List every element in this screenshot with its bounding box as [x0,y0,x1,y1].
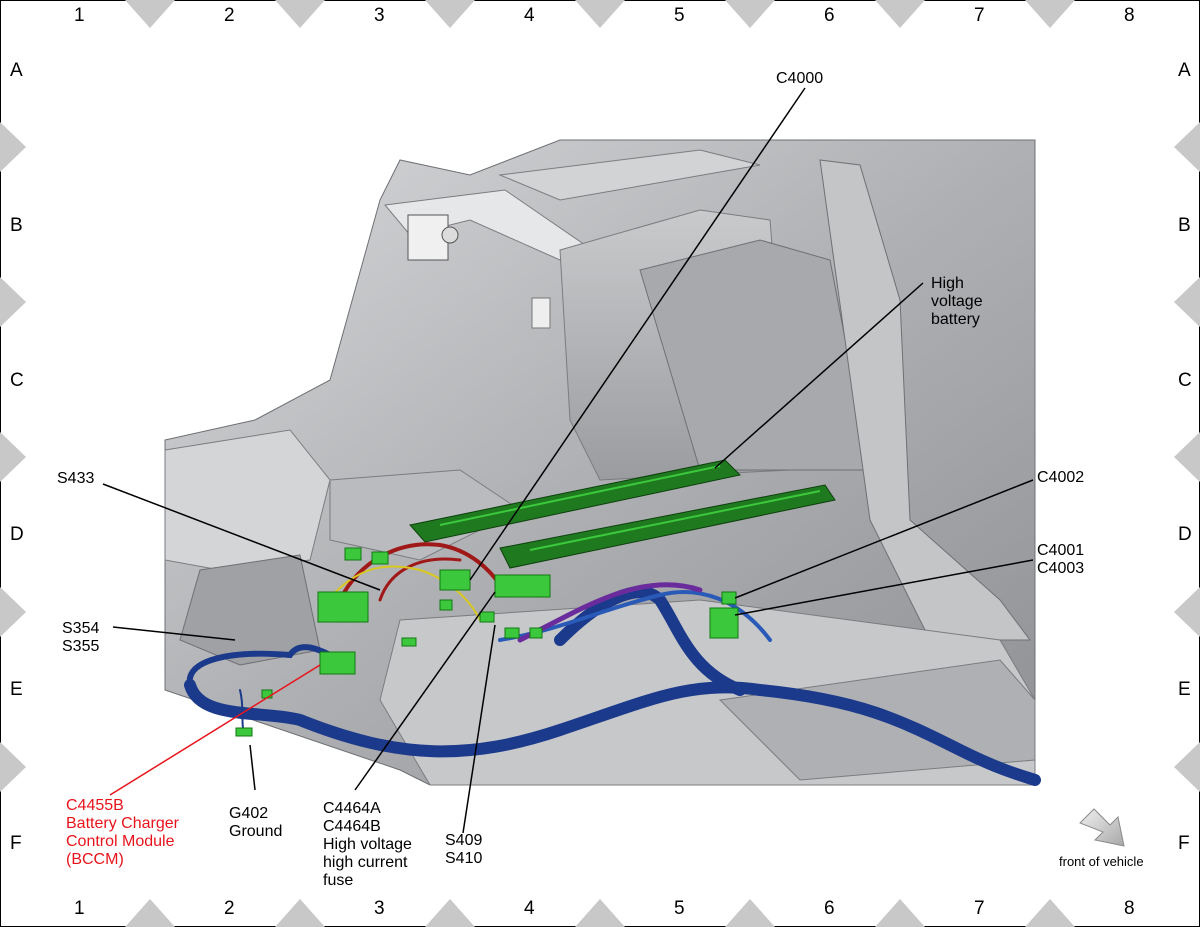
callout-c4464-fuse: C4464A C4464B High voltage high current … [323,800,412,889]
grid-row-label: D [10,524,24,545]
grid-row-label: B [1178,215,1191,236]
grid-column-label: 2 [224,898,235,919]
grid-column-label: 5 [674,5,685,26]
callout-g402-ground: G402 Ground [229,805,283,840]
callout-c4001-c4003: C4001 C4003 [1037,542,1085,577]
grid-row-label: E [1178,679,1191,700]
grid-column-label: 7 [974,5,985,26]
grid-row-label: D [1178,524,1192,545]
high-voltage-battery [409,459,836,569]
grid-column-label: 7 [974,898,985,919]
grid-column-label: 8 [1124,5,1135,26]
grid-row-label: B [10,215,23,236]
grid-column-label: 4 [524,898,535,919]
callout-c4000: C4000 [776,70,824,87]
grid-row-label: A [10,60,23,81]
grid-column-label: 3 [374,898,385,919]
callout-s409-s410: S409 S410 [445,832,483,867]
arrow-down-right-icon [1079,808,1125,847]
grid-row-label: F [10,833,22,854]
callout-s433: S433 [57,470,95,487]
grid-row-label: E [10,679,23,700]
grid-row-label: F [1178,833,1190,854]
wiring-harnesses [184,542,1041,786]
callout-high-voltage-battery: High voltage battery [931,275,983,328]
grid-column-label: 2 [224,5,235,26]
grid-column-label: 8 [1124,898,1135,919]
leader-lines [102,87,1034,834]
grid-row-label: C [10,370,24,391]
grid-column-label: 1 [74,898,85,919]
callout-s354-s355: S354 S355 [62,620,100,655]
callout-c4455b-bccm: C4455B Battery Charger Control Module (B… [66,797,179,868]
grid-column-label: 6 [824,898,835,919]
callout-c4002: C4002 [1037,469,1085,486]
grid-column-label: 4 [524,5,535,26]
grid-row-label: A [1178,60,1191,81]
bccm-leader-line [109,664,321,796]
connectors [235,547,739,737]
front-of-vehicle-note: front of vehicle [1059,854,1144,869]
grid-column-label: 1 [74,5,85,26]
grid-row-label: C [1178,370,1192,391]
grid-column-label: 6 [824,5,835,26]
grid-column-label: 3 [374,5,385,26]
grid-column-label: 5 [674,898,685,919]
vehicle-rear-body [164,139,1036,786]
